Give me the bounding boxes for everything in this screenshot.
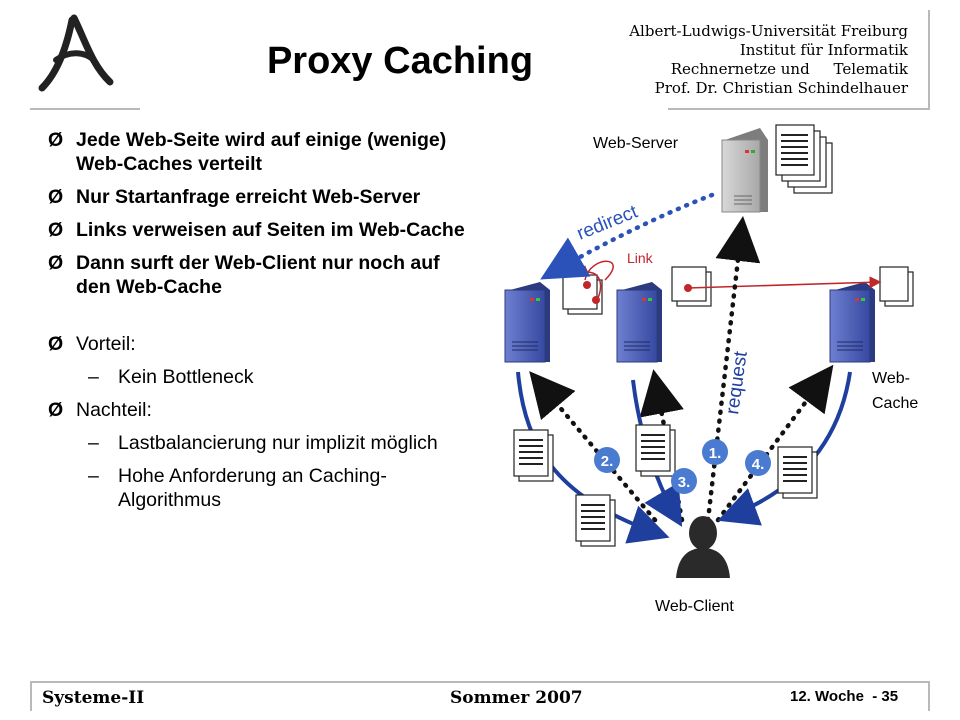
web-cache-label-line1: Web- — [872, 370, 910, 387]
pro-heading: Ø Vorteil: — [48, 332, 468, 356]
link-label: Link — [627, 250, 654, 266]
bullet-marker: Ø — [48, 186, 64, 208]
transfer-document-icon — [575, 494, 616, 547]
step-badge-4: 4. — [745, 450, 771, 476]
svg-text:2.: 2. — [601, 453, 614, 470]
bullet-text: Jede Web-Seite wird auf einige (wenige) … — [76, 129, 447, 175]
header-divider-left — [30, 108, 140, 110]
web-cache-server-icon — [829, 282, 875, 363]
con-item-text: Lastbalancierung nur implizit möglich — [118, 432, 438, 454]
bullet-text: Nur Startanfrage erreicht Web-Server — [76, 186, 421, 208]
pro-label: Vorteil: — [76, 333, 136, 355]
pro-item: –Kein Bottleneck — [48, 365, 468, 389]
step-badge-2: 2. — [594, 447, 620, 473]
transfer-document-icon — [513, 429, 554, 482]
bullet-item: Ø Jede Web-Seite wird auf einige (wenige)… — [48, 128, 468, 176]
con-item: –Lastbalancierung nur implizit möglich — [48, 431, 468, 455]
institution-line-1: Albert-Ludwigs-Universität Freiburg — [629, 22, 908, 40]
dash-marker: – — [88, 432, 99, 454]
transfer-document-icon — [777, 446, 818, 499]
institution-line-2: Institut für Informatik — [739, 41, 908, 59]
footer-course: Systeme-II — [42, 688, 145, 708]
footer-divider-right — [928, 681, 930, 711]
header-divider-vertical — [928, 10, 930, 110]
link-anchor-dots — [583, 281, 692, 304]
bullet-item: Ø Nur Startanfrage erreicht Web-Server — [48, 185, 468, 209]
redirect-arrow — [540, 192, 715, 280]
institution-line-4: Prof. Dr. Christian Schindelhauer — [654, 79, 908, 97]
footer-term: Sommer 2007 — [450, 688, 583, 708]
step-2-arrow — [529, 371, 658, 523]
con-label: Nachteil: — [76, 399, 152, 421]
redirect-label: redirect — [574, 201, 641, 244]
institution-header: Albert-Ludwigs-Universität Freiburg Inst… — [629, 22, 908, 98]
step-4-arrow — [715, 364, 834, 523]
web-client-label: Web-Client — [655, 598, 734, 615]
svg-text:1.: 1. — [709, 445, 722, 462]
slide-title: Proxy Caching — [266, 40, 534, 82]
dash-marker: – — [88, 366, 99, 388]
bullet-list: Ø Jede Web-Seite wird auf einige (wenige)… — [48, 128, 468, 521]
con-item-text: Hohe Anforderung an Caching-Algorithmus — [118, 465, 387, 511]
footer-page: 12. Woche - 35 — [790, 688, 899, 705]
cached-document-icon — [879, 266, 914, 307]
web-client-person-icon — [676, 516, 730, 578]
svg-text:3.: 3. — [678, 474, 691, 491]
transfer-document-icon — [635, 424, 676, 477]
bullet-marker: Ø — [48, 219, 64, 241]
web-cache-server-icon — [504, 282, 550, 363]
bullet-marker: Ø — [48, 252, 64, 274]
step-badge-3: 3. — [671, 468, 697, 494]
response-arrow — [516, 371, 670, 544]
con-heading: Ø Nachteil: — [48, 398, 468, 422]
bullet-text: Links verweisen auf Seiten im Web-Cache — [76, 219, 465, 241]
web-server-label: Web-Server — [593, 135, 679, 152]
step-badge-1: 1. — [702, 439, 728, 465]
header-divider-right — [668, 108, 930, 110]
server-documents-icon — [775, 124, 833, 194]
pro-item-text: Kein Bottleneck — [118, 366, 254, 388]
web-cache-label-line2: Cache — [872, 395, 918, 412]
con-item: –Hohe Anforderung an Caching-Algorithmus — [48, 464, 468, 512]
svg-text:4.: 4. — [752, 456, 765, 473]
dash-marker: – — [88, 465, 99, 487]
cached-document-icon — [562, 274, 603, 315]
bullet-marker: Ø — [48, 399, 64, 421]
footer-divider — [30, 681, 930, 683]
footer-divider-left — [30, 681, 32, 711]
bullet-item: Ø Dann surft der Web-Client nur noch auf … — [48, 251, 468, 299]
bullet-marker: Ø — [48, 129, 64, 151]
bullet-text: Dann surft der Web-Client nur noch auf d… — [76, 252, 440, 298]
web-server-icon — [721, 128, 768, 213]
university-logo — [30, 10, 120, 100]
bullet-marker: Ø — [48, 333, 64, 355]
cached-document-icon — [671, 266, 712, 307]
institution-line-3: Rechnernetze und Telematik — [670, 60, 908, 78]
web-cache-server-icon — [616, 282, 662, 363]
bullet-item: Ø Links verweisen auf Seiten im Web-Cache — [48, 218, 468, 242]
